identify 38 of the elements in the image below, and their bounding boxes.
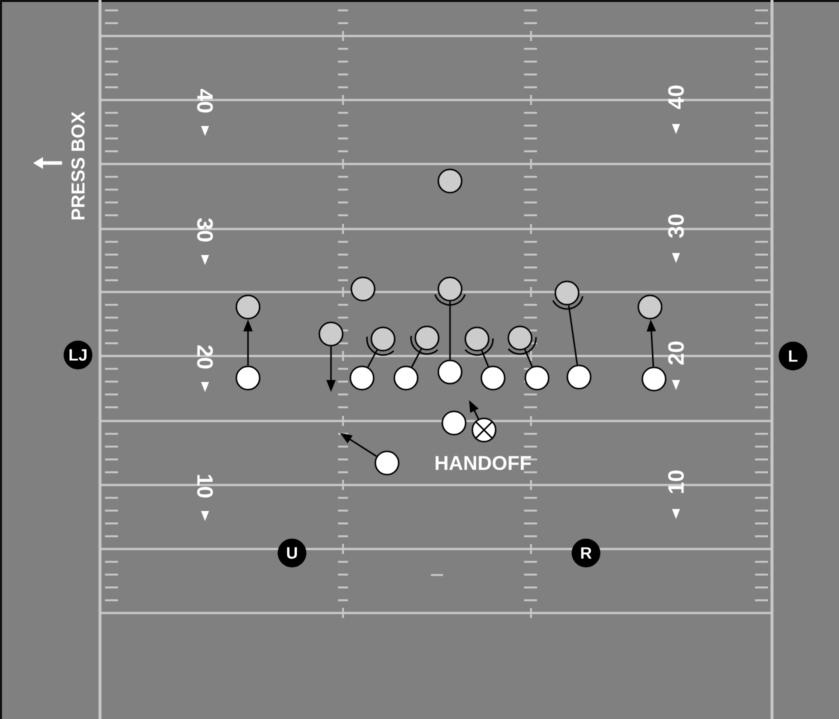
player-circle (370, 326, 396, 352)
player-circle (236, 366, 260, 390)
player-circle (438, 360, 462, 384)
player-circle (438, 276, 462, 302)
press-box-label: PRESS BOX (71, 112, 85, 220)
connector-line (524, 349, 533, 367)
player-circle (442, 410, 466, 436)
player-circle (524, 366, 550, 390)
player-circle (394, 366, 418, 390)
connector-line (568, 305, 578, 365)
play-label: HANDOFF (436, 456, 531, 470)
connector-line (411, 348, 422, 368)
player-circle (236, 294, 260, 320)
connector-line (367, 350, 378, 368)
yard-number: 40 (668, 86, 684, 110)
player-circle (480, 366, 506, 390)
yard-number: 10 (197, 475, 213, 498)
connector-line (481, 350, 489, 367)
player-circle (414, 326, 440, 350)
player-circle (374, 450, 400, 476)
player-circle (508, 326, 532, 350)
player-circle (566, 364, 592, 390)
player-circle (554, 280, 580, 306)
yard-number: 20 (197, 345, 213, 368)
player-circle (318, 322, 344, 346)
yard-number: 30 (197, 218, 213, 242)
yard-number: 30 (668, 214, 684, 238)
connector-line (449, 301, 451, 360)
ball-carrier-circle (472, 418, 496, 442)
player-circle (350, 276, 376, 302)
yard-number: 40 (197, 88, 213, 112)
yard-number: 10 (668, 470, 684, 493)
player-circle (642, 366, 666, 392)
player-circle (638, 294, 662, 320)
player-circle (438, 168, 462, 194)
yard-number: 20 (668, 342, 684, 365)
player-circle (350, 366, 374, 390)
player-circle (464, 326, 490, 352)
